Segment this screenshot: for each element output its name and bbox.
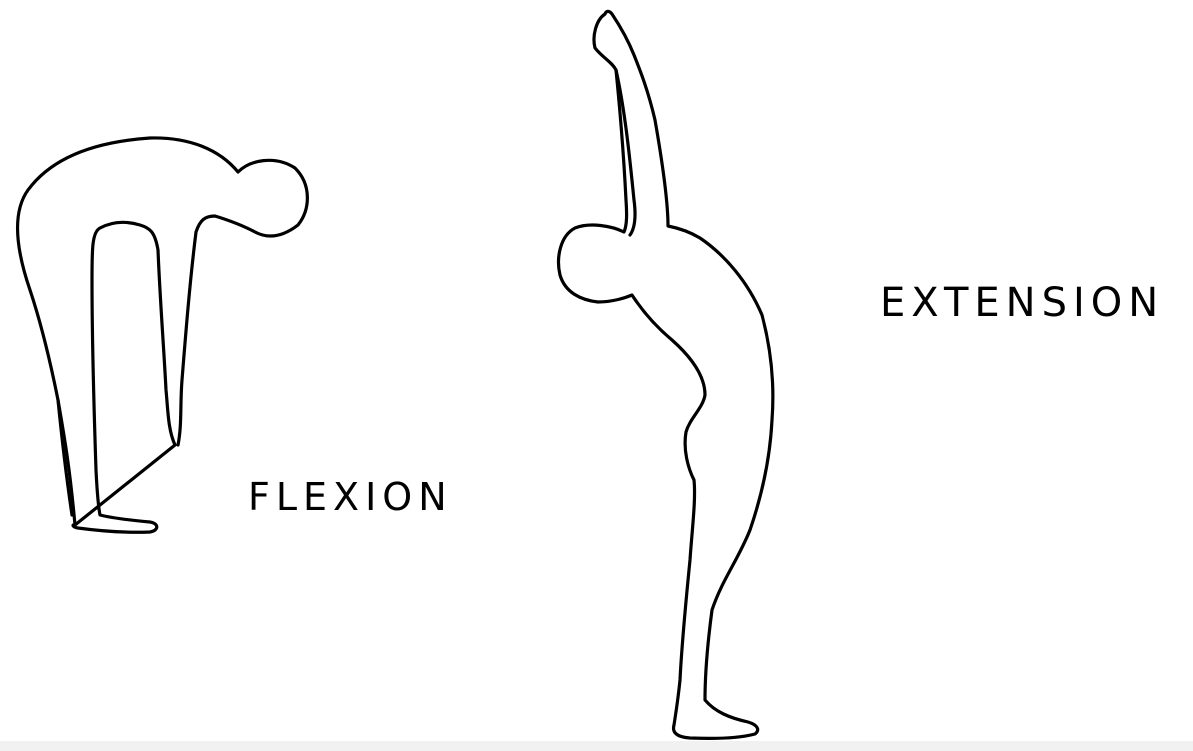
- extension-arm-line: [614, 68, 637, 237]
- extension-body-outline: [556, 9, 775, 740]
- flexion-leg-line: [56, 398, 74, 517]
- flexion-label: FLEXION: [248, 475, 453, 519]
- extension-figure: [556, 9, 775, 740]
- bottom-border: [0, 741, 1193, 751]
- flexion-figure: [15, 136, 309, 534]
- flexion-body-outline: [15, 136, 309, 534]
- extension-label: EXTENSION: [880, 280, 1165, 326]
